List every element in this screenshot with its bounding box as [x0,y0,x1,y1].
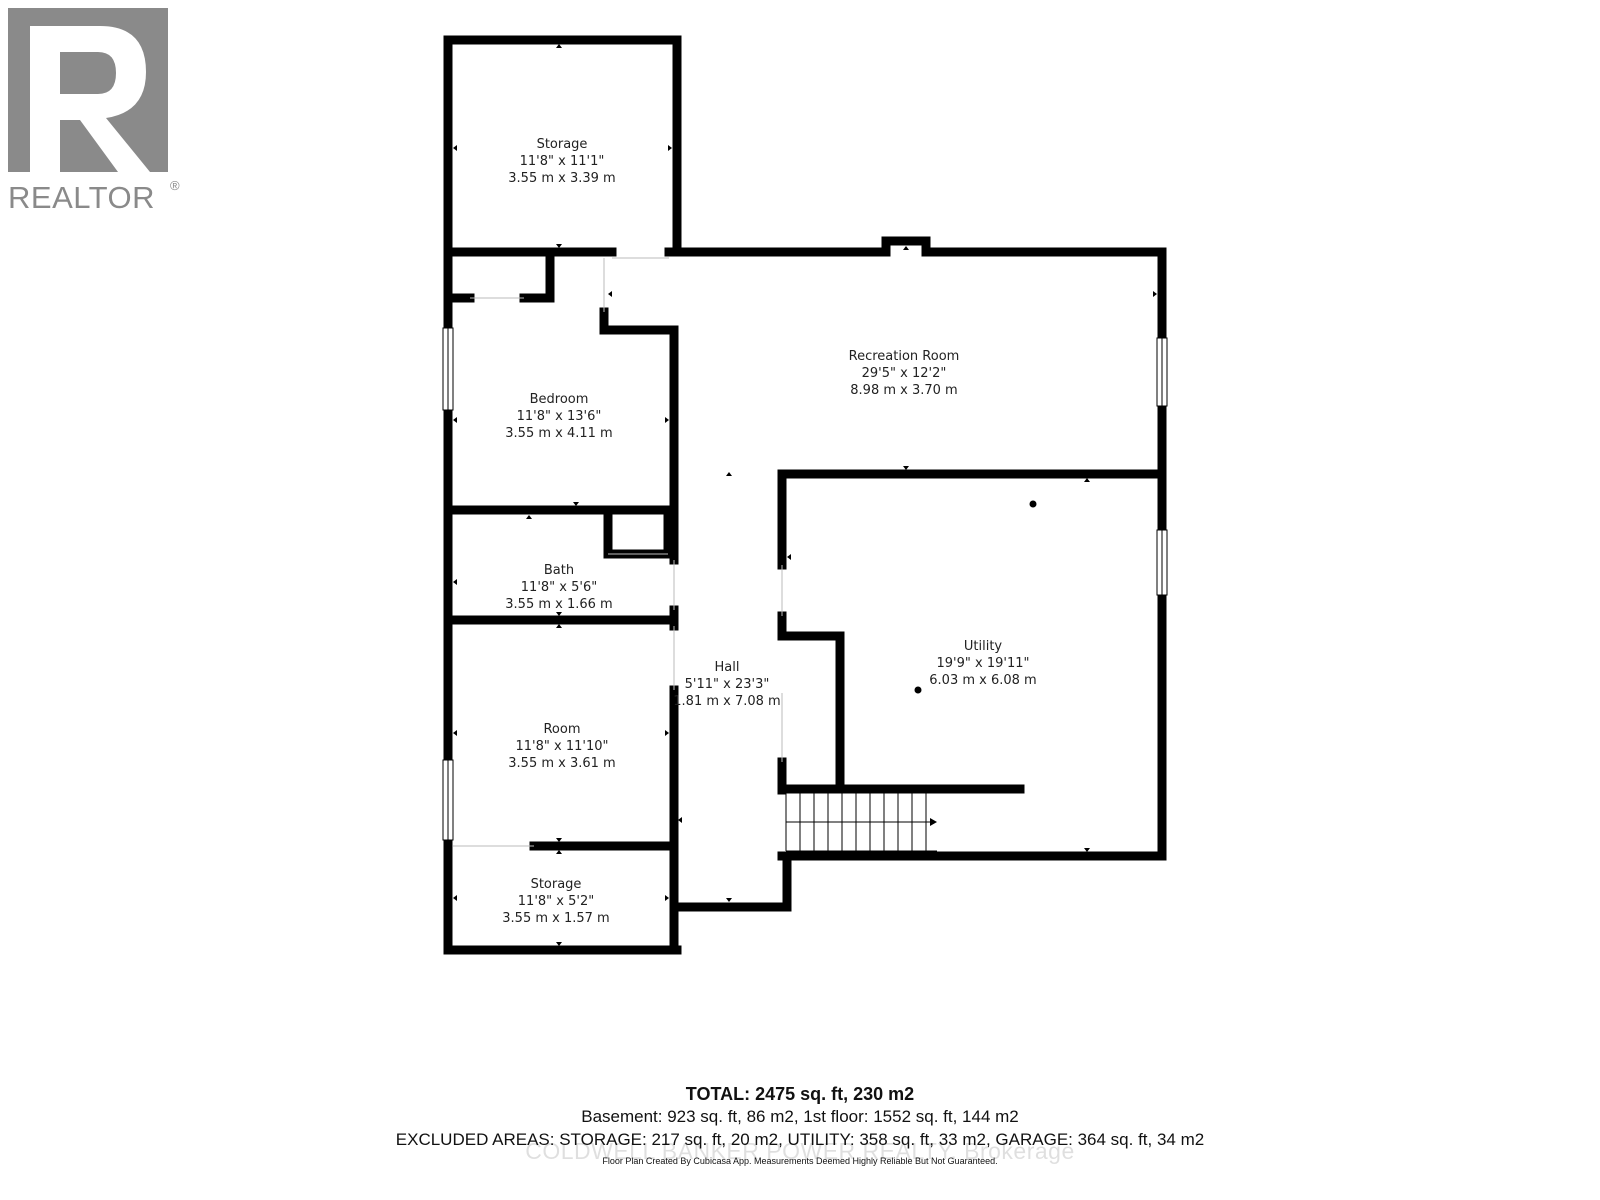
stairs [785,792,937,852]
svg-text:Storage: Storage [537,137,588,152]
room-label-bath: Bath 11'8" x 5'6" 3.55 m x 1.66 m [505,563,612,612]
room-label-storage-bottom: Storage 11'8" x 5'2" 3.55 m x 1.57 m [502,877,609,926]
room-label-room: Room 11'8" x 11'10" 3.55 m x 3.61 m [508,722,615,771]
svg-text:11'8" x 11'1": 11'8" x 11'1" [520,154,605,169]
svg-text:29'5" x 12'2": 29'5" x 12'2" [862,366,947,381]
svg-text:Room: Room [543,722,580,737]
room-label-storage-top: Storage 11'8" x 11'1" 3.55 m x 3.39 m [508,137,615,186]
area-summary: TOTAL: 2475 sq. ft, 230 m2 Basement: 923… [0,1083,1600,1166]
fixture-dot [914,686,922,694]
svg-text:3.55 m x 4.11 m: 3.55 m x 4.11 m [505,426,612,441]
svg-text:Bedroom: Bedroom [530,392,589,407]
svg-text:Recreation Room: Recreation Room [849,349,960,364]
room-label-hall: Hall 5'11" x 23'3" 1.81 m x 7.08 m [673,660,780,709]
svg-text:3.55 m x 1.57 m: 3.55 m x 1.57 m [502,911,609,926]
brokerage-watermark: COLDWELL BANKER POWER REALTY, Brokerage [525,1138,1075,1164]
svg-text:Storage: Storage [531,877,582,892]
svg-text:11'8" x 11'10": 11'8" x 11'10" [516,739,609,754]
svg-text:5'11" x 23'3": 5'11" x 23'3" [685,677,770,692]
svg-text:1.81 m x 7.08 m: 1.81 m x 7.08 m [673,694,780,709]
windows [442,327,1168,841]
room-label-utility: Utility 19'9" x 19'11" 6.03 m x 6.08 m [929,639,1036,688]
total-area: TOTAL: 2475 sq. ft, 230 m2 [685,1084,915,1104]
realtor-logo-text: REALTOR [8,180,155,215]
disclaimer: Floor Plan Created By Cubicasa App. Meas… [602,1156,998,1166]
realtor-logo: REALTOR ® [8,8,180,215]
door-openings [453,257,783,847]
svg-text:3.55 m x 3.61 m: 3.55 m x 3.61 m [508,756,615,771]
svg-text:Hall: Hall [715,660,740,675]
svg-text:11'8" x 13'6": 11'8" x 13'6" [517,409,602,424]
excluded-areas: EXCLUDED AREAS: STORAGE: 217 sq. ft, 20 … [395,1130,1205,1149]
svg-text:19'9" x 19'11": 19'9" x 19'11" [937,656,1030,671]
floor-areas: Basement: 923 sq. ft, 86 m2, 1st floor: … [581,1107,1019,1126]
room-label-recreation-room: Recreation Room 29'5" x 12'2" 8.98 m x 3… [849,349,960,398]
room-label-bedroom: Bedroom 11'8" x 13'6" 3.55 m x 4.11 m [505,392,612,441]
svg-text:11'8" x 5'2": 11'8" x 5'2" [518,894,594,909]
registered-mark: ® [170,178,180,193]
svg-text:11'8" x 5'6": 11'8" x 5'6" [521,580,597,595]
svg-text:Bath: Bath [544,563,574,578]
svg-text:3.55 m x 3.39 m: 3.55 m x 3.39 m [508,171,615,186]
dimension-markers [453,44,1157,946]
svg-text:8.98 m x 3.70 m: 8.98 m x 3.70 m [850,383,957,398]
fixture-dot [1029,500,1037,508]
svg-text:6.03 m x 6.08 m: 6.03 m x 6.08 m [929,673,1036,688]
svg-text:3.55 m x 1.66 m: 3.55 m x 1.66 m [505,597,612,612]
svg-text:Utility: Utility [964,639,1003,654]
